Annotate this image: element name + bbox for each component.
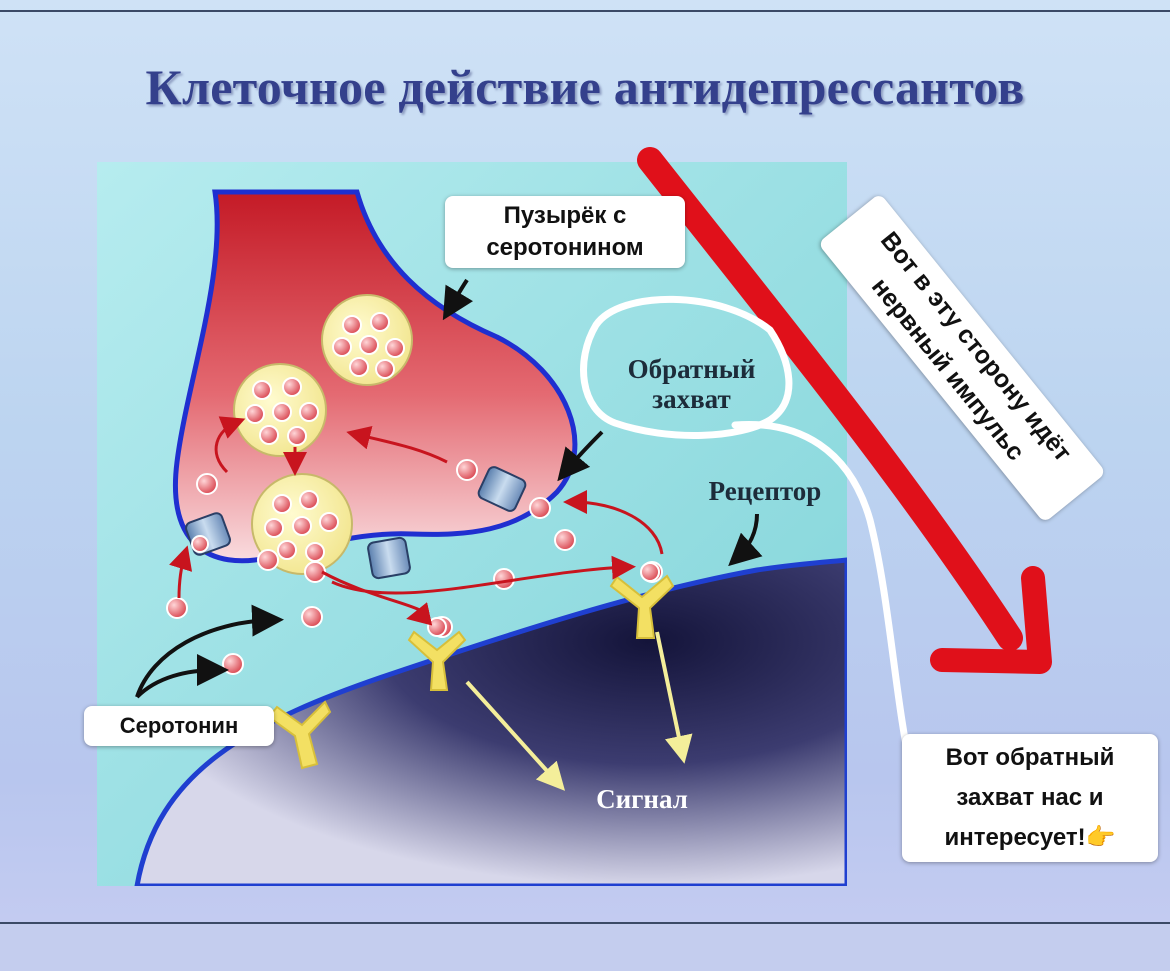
receptor (267, 574, 675, 770)
serotonin-molecules (166, 459, 663, 675)
callout-serotonin: Серотонин (84, 706, 274, 746)
callout-vesicle-line2: серотонином (486, 234, 644, 261)
pointing-hand-icon: 👉 (1085, 824, 1116, 851)
reuptake-highlight-loop (580, 295, 793, 439)
vesicle (321, 294, 413, 386)
bound-serotonin (427, 617, 447, 637)
label-reuptake-line1: Обратный (627, 354, 756, 384)
reuptake-transporter (185, 512, 231, 556)
slide-title: Клеточное действие антидепрессантов (145, 59, 1025, 115)
synapse-illustration (97, 162, 847, 886)
bottom-band (0, 924, 1170, 971)
signal-arrows (465, 631, 693, 791)
callout-reuptake-line3: интересует!👉 (912, 818, 1148, 858)
callout-vesicle-line1: Пузырёк с (503, 202, 627, 229)
reuptake-pointer-line (731, 420, 916, 779)
callout-vesicle: Пузырёк с серотонином (445, 196, 685, 268)
synapse-diagram: Обратный захват Рецептор Сигнал (97, 162, 847, 886)
pathway-arrows (169, 416, 664, 626)
label-arrows (135, 278, 763, 699)
postsynaptic-neuron (134, 557, 847, 886)
label-reuptake-line2: захват (652, 384, 731, 414)
reuptake-transporter (477, 466, 527, 512)
callout-reuptake-line1: Вот обратный (945, 744, 1115, 771)
top-border (0, 10, 1170, 12)
callout-reuptake-line2: захват нас и (956, 784, 1104, 811)
vesicle-releasing (251, 473, 353, 575)
vesicle (233, 363, 327, 457)
impulse-arrow-head (930, 566, 1052, 674)
callout-reuptake-line3-text: интересует! (944, 824, 1086, 851)
bound-serotonin (640, 562, 660, 582)
label-receptor: Рецептор (708, 476, 822, 506)
label-signal: Сигнал (596, 784, 688, 814)
reuptake-transporter (367, 536, 411, 580)
bottom-border (0, 922, 1170, 924)
impulse-arrow-shaft (637, 147, 1023, 651)
callout-reuptake: Вот обратный захват нас и интересует!👉 (902, 734, 1158, 862)
